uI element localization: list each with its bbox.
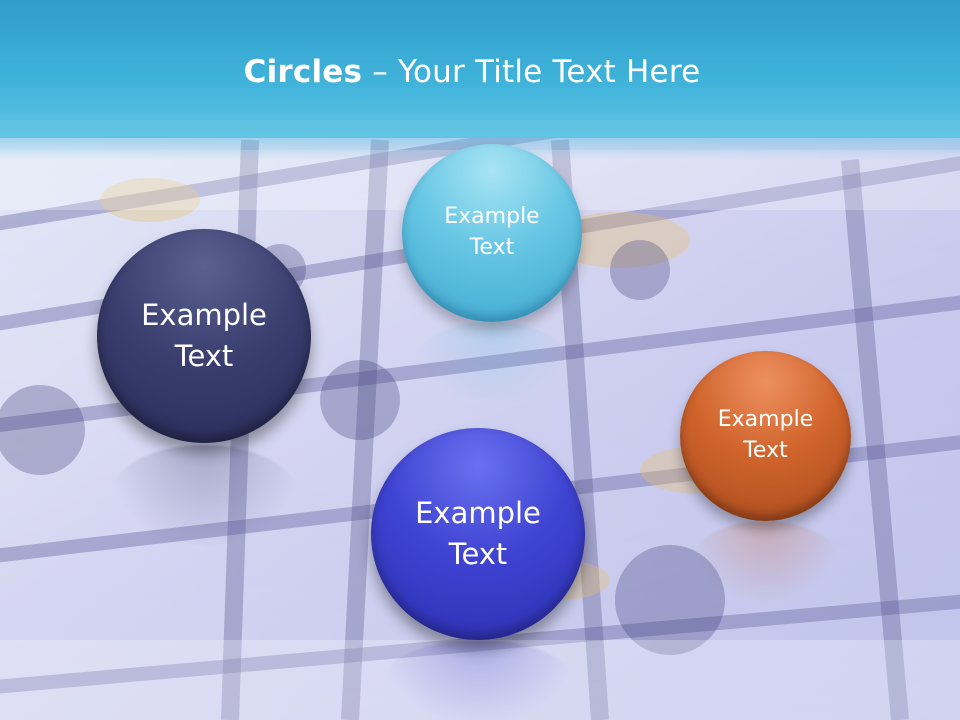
circle-label: Example Text <box>141 298 267 373</box>
circle-label: Example Text <box>444 204 540 260</box>
circle-reflection <box>110 445 298 545</box>
circle-reflection <box>384 640 572 720</box>
circle-light-blue[interactable]: Example Text <box>402 144 582 322</box>
circle-reflection <box>692 521 839 601</box>
circle-dark-navy[interactable]: Example Text <box>97 229 311 443</box>
circle-blue[interactable]: Example Text <box>371 428 585 640</box>
slide-title-rest: – Your Title Text Here <box>362 54 701 90</box>
slide-title: Circles – Your Title Text Here <box>0 54 944 90</box>
title-bar <box>0 0 960 138</box>
circle-label: Example Text <box>717 407 814 463</box>
circle-reflection <box>415 322 569 402</box>
circle-label: Example Text <box>415 496 541 571</box>
circle-orange[interactable]: Example Text <box>680 351 851 521</box>
slide-title-bold: Circles <box>243 54 363 90</box>
